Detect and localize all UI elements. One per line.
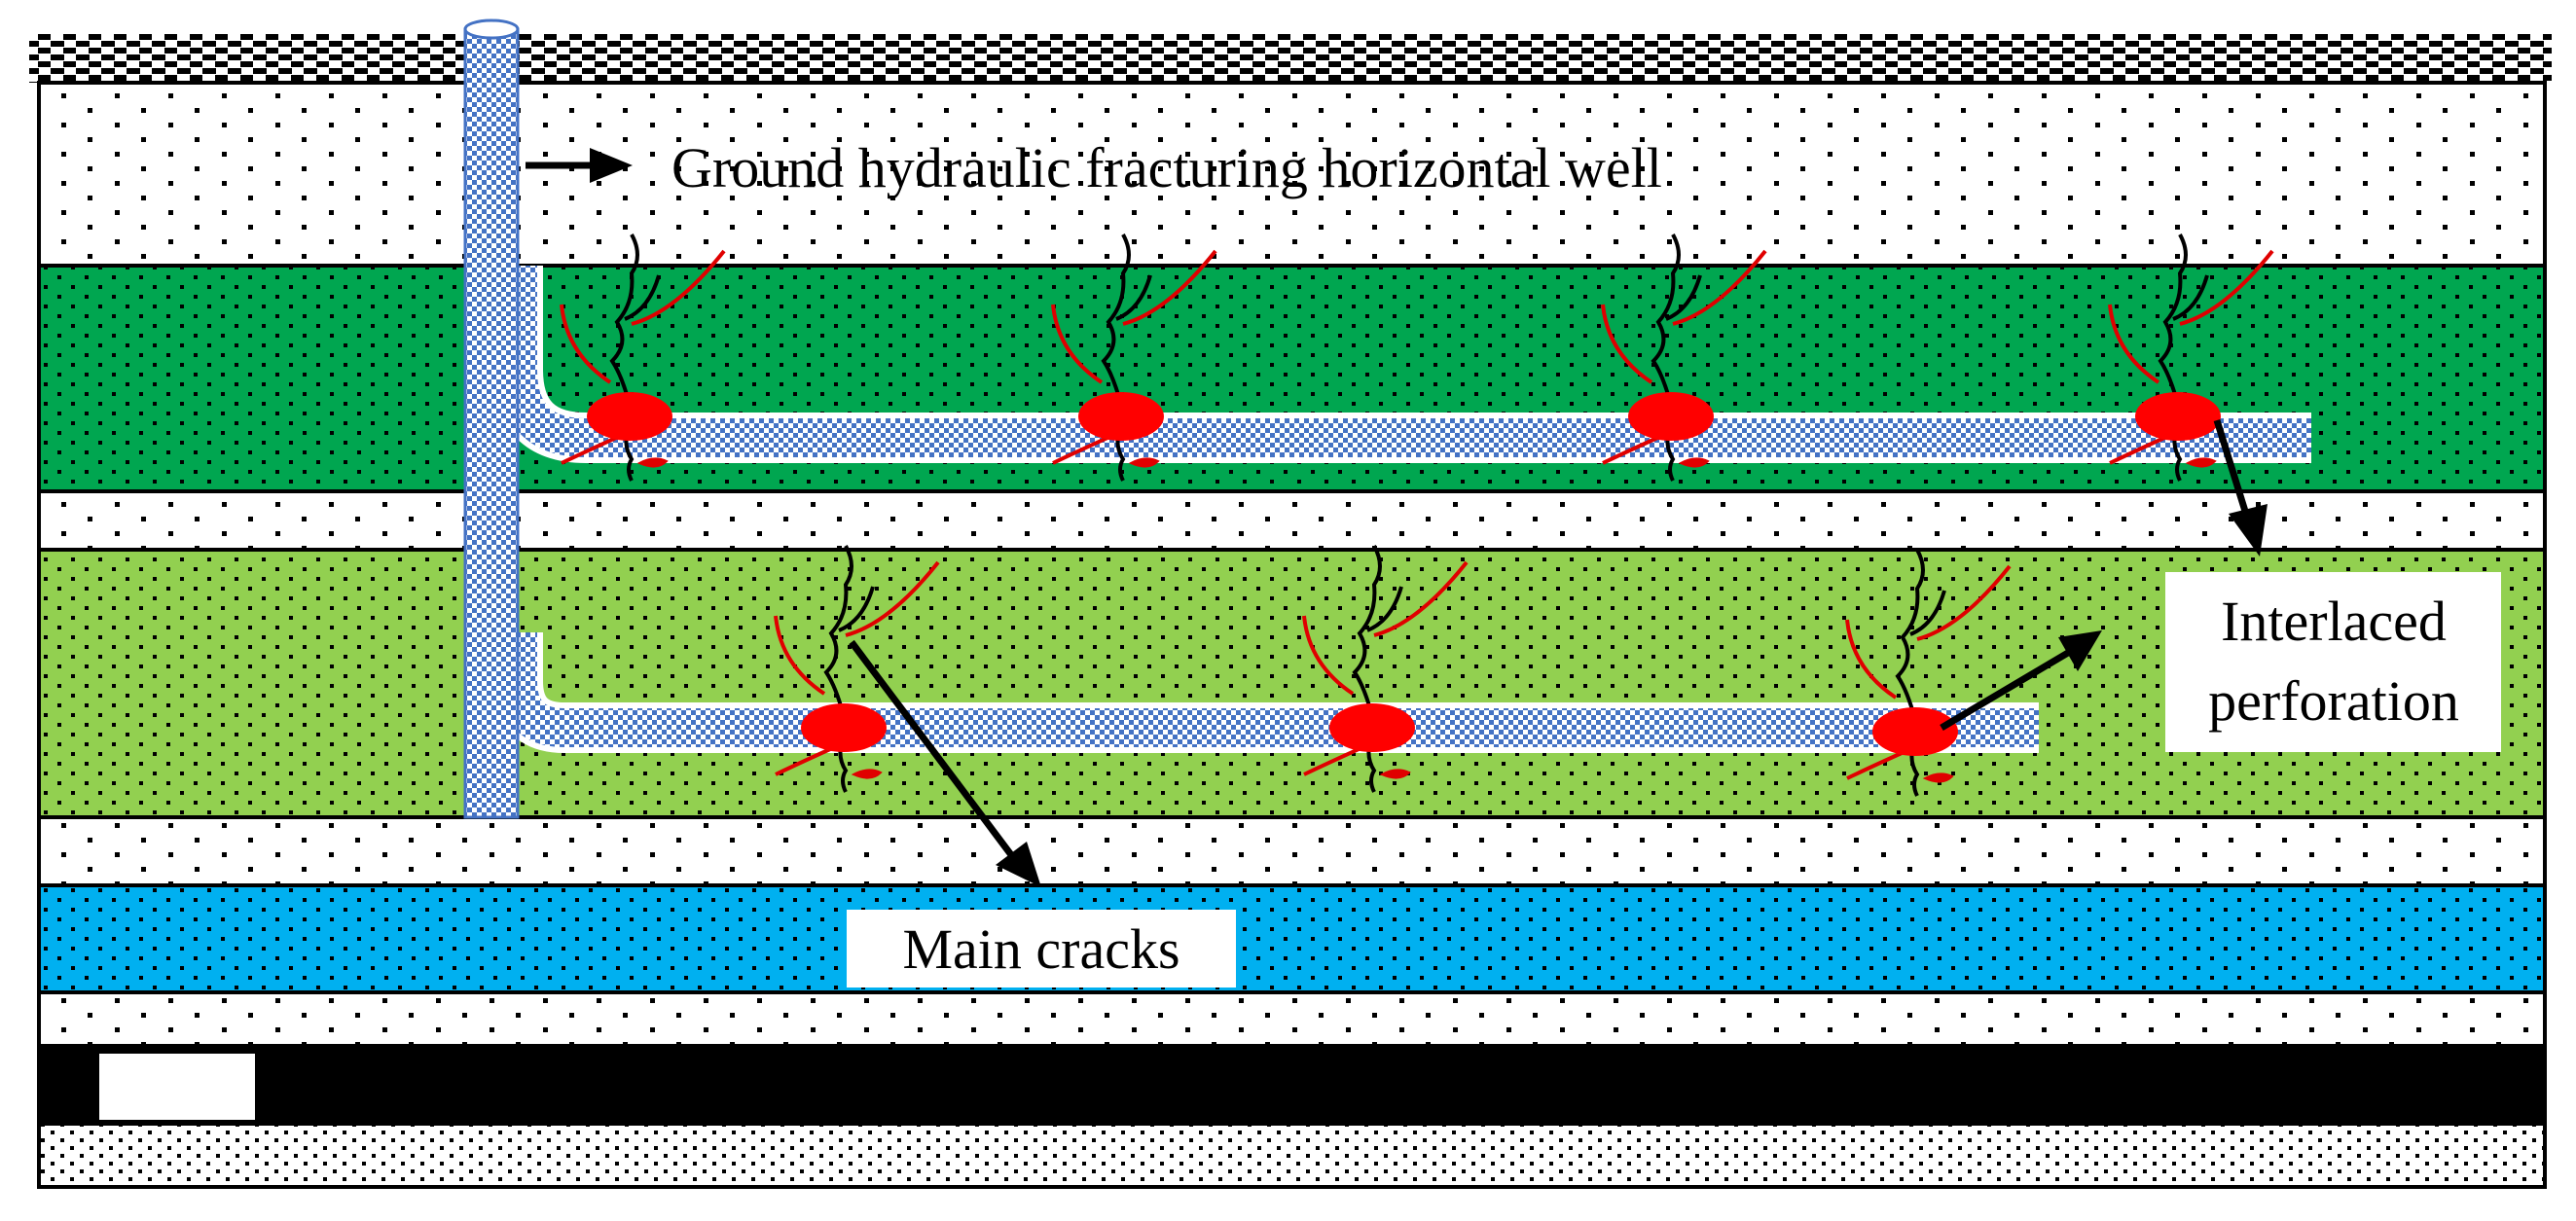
red-crack bbox=[1051, 304, 1104, 384]
red-crack bbox=[2108, 304, 2160, 384]
perforation-point bbox=[560, 233, 726, 482]
white-layer-3-dots bbox=[39, 817, 2545, 885]
well-label-arrowhead bbox=[590, 148, 633, 183]
light-green-layer-dots bbox=[39, 550, 2545, 817]
perforation-point bbox=[774, 545, 940, 793]
black-crack-branch bbox=[2172, 274, 2209, 321]
perforation-point bbox=[2108, 233, 2274, 482]
perforation-point bbox=[1302, 545, 1469, 793]
red-crack bbox=[2179, 249, 2274, 326]
black-crack bbox=[1895, 549, 1925, 721]
main-cracks-arrow bbox=[849, 639, 1015, 859]
red-crack bbox=[1601, 304, 1653, 384]
black-crack-branch bbox=[1909, 590, 1946, 636]
red-crack bbox=[1122, 249, 1217, 326]
perforation-ellipse bbox=[801, 703, 887, 752]
well-label: Ground hydraulic fracturing horizontal w… bbox=[671, 136, 1662, 199]
perforation-label-line2: perforation bbox=[2208, 669, 2459, 733]
perforation-ellipse bbox=[1628, 392, 1714, 441]
top-texture-layer bbox=[29, 34, 2552, 83]
perforation-ellipse bbox=[1078, 392, 1164, 441]
black-crack bbox=[1352, 545, 1382, 717]
red-crack-tail bbox=[2185, 457, 2217, 468]
black-crack bbox=[2158, 233, 2188, 406]
red-crack bbox=[1672, 249, 1767, 326]
perforation-ellipse bbox=[1329, 703, 1415, 752]
black-crack-branch bbox=[1665, 274, 1702, 321]
perforation-ellipse bbox=[2135, 392, 2221, 441]
white-layer-2-dots bbox=[39, 491, 2545, 550]
black-crack-branch bbox=[624, 274, 661, 321]
cracks-label-box bbox=[847, 910, 1236, 988]
perforation-arrowhead-lower bbox=[2058, 630, 2102, 671]
red-crack bbox=[631, 249, 726, 326]
red-crack-tail bbox=[851, 769, 883, 779]
perforation-point bbox=[1845, 549, 2012, 797]
perforation-label-line1: Interlaced bbox=[2221, 590, 2447, 653]
red-crack bbox=[1373, 560, 1469, 637]
well-pipes bbox=[463, 18, 2311, 819]
red-crack-tail bbox=[636, 457, 669, 468]
perforation-point bbox=[1601, 233, 1767, 482]
black-crack bbox=[1101, 233, 1131, 406]
perforation-arrow-upper bbox=[2213, 418, 2252, 522]
red-crack-tail bbox=[1128, 457, 1160, 468]
white-layer-4-dots bbox=[39, 992, 2545, 1046]
annotation-arrows bbox=[526, 148, 2268, 887]
red-crack bbox=[845, 560, 940, 637]
black-layer bbox=[37, 1044, 2547, 1126]
black-layer-white-block bbox=[99, 1054, 255, 1120]
black-crack bbox=[1651, 233, 1681, 406]
black-crack bbox=[823, 545, 853, 717]
red-crack-tail bbox=[1678, 457, 1710, 468]
vertical-well-pipe bbox=[463, 27, 520, 819]
perforation-ellipse bbox=[587, 392, 672, 441]
white-layer-top-dots bbox=[39, 83, 2545, 266]
red-crack-tail bbox=[1922, 772, 1954, 783]
perforation-arrowhead-upper bbox=[2229, 504, 2268, 557]
perforation-ellipse bbox=[1872, 707, 1958, 756]
perforation-label-box bbox=[2165, 572, 2501, 752]
perforation-arrow-lower bbox=[1940, 646, 2075, 732]
blue-layer-dots bbox=[39, 885, 2545, 992]
main-cracks-arrowhead bbox=[996, 842, 1041, 887]
black-crack-branch bbox=[1115, 274, 1152, 321]
black-crack-branch bbox=[1366, 586, 1403, 632]
bottom-white-layer-dots bbox=[39, 1124, 2545, 1187]
main-cracks-label: Main cracks bbox=[902, 917, 1179, 981]
black-crack bbox=[609, 233, 639, 406]
red-crack bbox=[774, 615, 826, 696]
perforations bbox=[560, 233, 2274, 797]
red-crack bbox=[1916, 564, 2012, 641]
vertical-well-top bbox=[463, 18, 520, 40]
red-crack-tail bbox=[1379, 769, 1411, 779]
red-crack bbox=[1845, 619, 1898, 700]
perforation-point bbox=[1051, 233, 1217, 482]
red-crack bbox=[560, 304, 612, 384]
black-crack-branch bbox=[838, 586, 875, 632]
red-crack bbox=[1302, 615, 1355, 696]
